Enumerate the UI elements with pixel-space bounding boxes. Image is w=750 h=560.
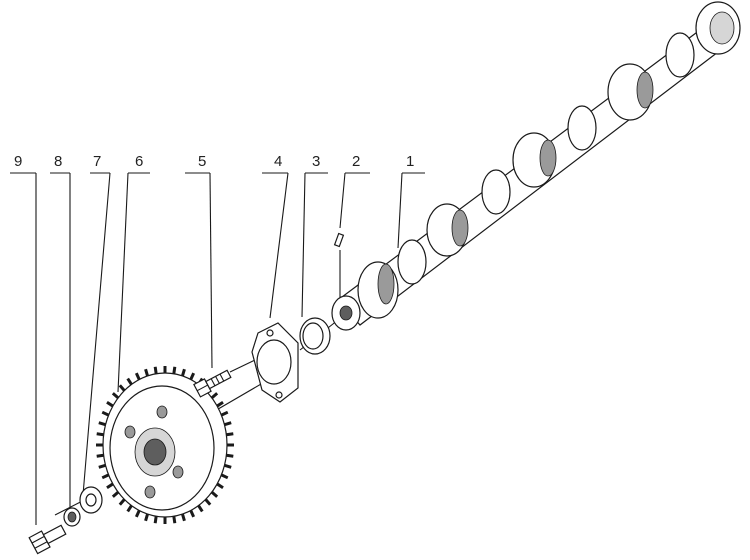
gear-tooth	[224, 463, 232, 469]
callout-label-4: 4	[274, 153, 282, 170]
callout-label-5: 5	[198, 153, 206, 170]
gear-tooth	[106, 482, 114, 489]
gear-tooth	[144, 513, 149, 522]
callout-3: 3	[301, 153, 328, 318]
lock-washer-part-8	[63, 507, 81, 527]
gear-tooth	[204, 498, 212, 506]
hex-bolt-part-9	[28, 524, 67, 555]
gear-tooth	[118, 384, 126, 392]
gear-tooth	[153, 516, 158, 524]
callout-7: 7	[82, 153, 111, 496]
gear-tooth	[220, 473, 229, 480]
callout-label-3: 3	[312, 153, 320, 170]
callout-4: 4	[262, 153, 289, 319]
callout-label-1: 1	[406, 153, 414, 170]
gear-tooth	[210, 392, 219, 399]
callout-label-7: 7	[93, 153, 101, 170]
callout-8: 8	[50, 153, 71, 512]
key-pin-part-2	[333, 232, 345, 248]
callout-9: 9	[10, 153, 37, 525]
gear-tooth	[181, 368, 186, 377]
gear-tooth	[134, 372, 141, 381]
gear-tooth	[106, 401, 114, 408]
callout-label-2: 2	[352, 153, 360, 170]
gear-tooth	[118, 498, 126, 506]
bolt-part-5	[193, 369, 232, 398]
gear-tooth	[216, 401, 224, 408]
gear-tooth	[101, 473, 110, 480]
callout-1: 1	[397, 153, 425, 249]
camshaft-part-1	[331, 1, 741, 331]
callout-6: 6	[117, 153, 150, 393]
gear-tooth	[172, 366, 177, 374]
gear-tooth	[126, 504, 133, 513]
callout-label-6: 6	[135, 153, 143, 170]
gear-tooth	[153, 366, 158, 374]
gear-tooth	[189, 372, 196, 381]
callout-2: 2	[339, 153, 370, 229]
gear-tooth	[111, 491, 120, 498]
gear-tooth	[224, 421, 232, 427]
callout-label-8: 8	[54, 153, 62, 170]
callout-label-9: 9	[14, 153, 22, 170]
gear-tooth	[98, 463, 106, 469]
gear-tooth	[96, 432, 104, 437]
gear-tooth	[226, 432, 234, 437]
gear-tooth	[111, 392, 120, 399]
gear-tooth	[134, 509, 141, 518]
gear-tooth	[210, 491, 219, 498]
gear-tooth	[216, 482, 224, 489]
gear-tooth	[144, 368, 149, 377]
spacer-ring-part-3	[299, 317, 331, 355]
gear-tooth	[181, 513, 186, 522]
thrust-plate-part-4	[251, 322, 299, 403]
gear-tooth	[172, 516, 177, 524]
camshaft-gear-part-6	[96, 366, 234, 524]
callout-5: 5	[185, 153, 213, 369]
gear-tooth	[96, 453, 104, 458]
gear-tooth	[126, 377, 133, 386]
flat-washer-part-7	[79, 486, 103, 514]
gear-tooth	[226, 453, 234, 458]
gear-tooth	[189, 509, 196, 518]
gear-tooth	[101, 410, 110, 417]
gear-tooth	[98, 421, 106, 427]
gear-tooth	[197, 504, 204, 513]
gear-tooth	[220, 410, 229, 417]
